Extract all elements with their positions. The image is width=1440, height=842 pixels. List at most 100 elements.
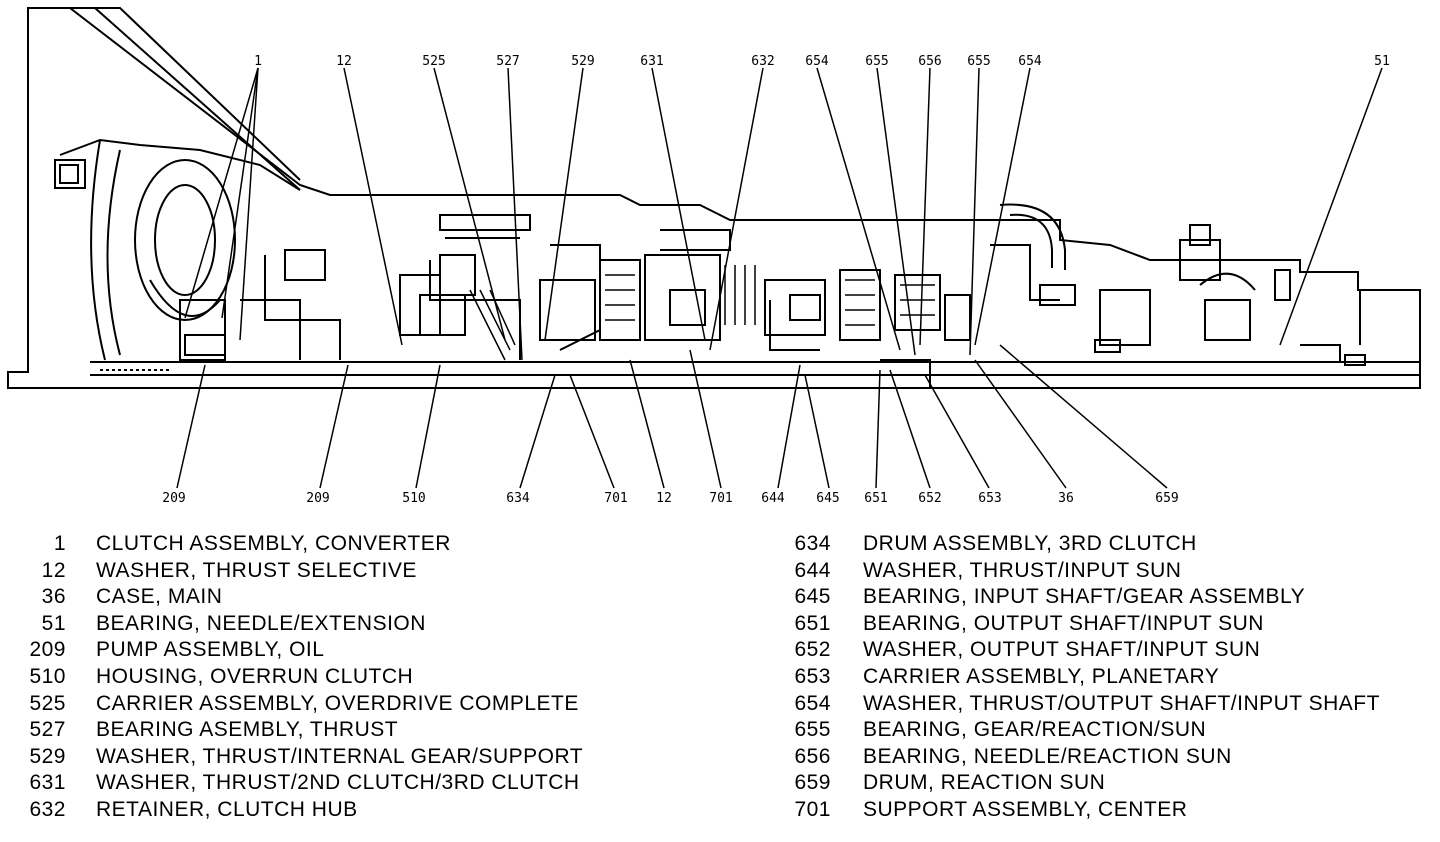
callout-bottom-644: 644	[761, 491, 785, 506]
transmission-drawing	[7, 7, 1421, 389]
legend-part-number: 525	[29, 691, 66, 715]
legend-part-description: WASHER, THRUST/INPUT SUN	[863, 558, 1182, 582]
legend-row: 652 WASHER, OUTPUT SHAFT/INPUT SUN	[760, 637, 1440, 664]
legend-part-number: 632	[29, 797, 66, 821]
legend-part-description: PUMP ASSEMBLY, OIL	[96, 638, 325, 662]
legend-part-description: DRUM ASSEMBLY, 3RD CLUTCH	[863, 532, 1197, 555]
callout-bottom-634: 634	[506, 491, 530, 506]
legend-row: 644 WASHER, THRUST/INPUT SUN	[760, 558, 1440, 585]
leader-lines	[176, 67, 1383, 489]
legend-part-description: BEARING, NEEDLE/REACTION SUN	[863, 744, 1232, 768]
legend-part-description: CARRIER ASSEMBLY, OVERDRIVE COMPLETE	[96, 691, 579, 715]
legend-part-number: 631	[29, 771, 66, 795]
callout-bottom-209a: 209	[162, 491, 185, 506]
legend-row: 656 BEARING, NEEDLE/REACTION SUN	[760, 744, 1440, 771]
legend-part-number: 655	[794, 718, 831, 742]
legend-part-description: HOUSING, OVERRUN CLUTCH	[96, 664, 414, 688]
legend-row: 651 BEARING, OUTPUT SHAFT/INPUT SUN	[760, 611, 1440, 638]
legend-row: 655 BEARING, GEAR/REACTION/SUN	[760, 717, 1440, 744]
legend-part-description: BEARING, INPUT SHAFT/GEAR ASSEMBLY	[863, 585, 1306, 609]
legend-row: 653 CARRIER ASSEMBLY, PLANETARY	[760, 664, 1440, 691]
callout-top-654b: 654	[1018, 54, 1042, 69]
legend-part-description: BEARING ASEMBLY, THRUST	[96, 718, 399, 742]
legend-part-number: 51	[41, 611, 66, 635]
legend-part-number: 1	[53, 532, 66, 555]
callout-top-529: 529	[571, 54, 594, 69]
legend-part-number: 634	[794, 532, 831, 555]
legend-part-description: CARRIER ASSEMBLY, PLANETARY	[863, 664, 1220, 688]
legend-part-description: DRUM, REACTION SUN	[863, 771, 1106, 795]
legend-part-number: 644	[794, 558, 831, 582]
legend-part-number: 36	[41, 585, 66, 609]
legend-row: 36 CASE, MAIN	[0, 584, 700, 611]
legend-row: 659 DRUM, REACTION SUN	[760, 770, 1440, 797]
legend-row: 510 HOUSING, OVERRUN CLUTCH	[0, 664, 700, 691]
callout-bottom-209b: 209	[306, 491, 329, 506]
legend-row: 525 CARRIER ASSEMBLY, OVERDRIVE COMPLETE	[0, 691, 700, 718]
callout-top-525: 525	[422, 54, 445, 69]
legend-row: 645 BEARING, INPUT SHAFT/GEAR ASSEMBLY	[760, 584, 1440, 611]
callout-bottom-659: 659	[1155, 491, 1178, 506]
callout-top-656: 656	[918, 54, 941, 69]
legend-part-number: 510	[29, 664, 66, 688]
legend-part-description: CASE, MAIN	[96, 585, 223, 609]
legend-row: 51 BEARING, NEEDLE/EXTENSION	[0, 611, 700, 638]
callout-top-655b: 655	[967, 54, 990, 69]
legend-row: 209 PUMP ASSEMBLY, OIL	[0, 637, 700, 664]
legend-part-description: BEARING, NEEDLE/EXTENSION	[96, 611, 426, 635]
legend-row: 1 CLUTCH ASSEMBLY, CONVERTER	[0, 531, 700, 558]
legend-part-description: CLUTCH ASSEMBLY, CONVERTER	[96, 532, 451, 555]
legend-part-description: WASHER, THRUST/OUTPUT SHAFT/INPUT SHAFT	[863, 691, 1380, 715]
legend-row: 634 DRUM ASSEMBLY, 3RD CLUTCH	[760, 531, 1440, 558]
legend-part-description: WASHER, THRUST/2ND CLUTCH/3RD CLUTCH	[96, 771, 580, 795]
callout-bottom-652: 652	[918, 491, 941, 506]
legend-row: 654 WASHER, THRUST/OUTPUT SHAFT/INPUT SHA…	[760, 691, 1440, 718]
callout-bottom-12: 12	[656, 491, 672, 506]
callout-top-631: 631	[640, 54, 663, 69]
legend-part-number: 652	[794, 638, 831, 662]
transmission-cross-section-diagram: 1 12 525 527 529 631 632 654 655 656 655…	[7, 7, 1421, 506]
legend-row: 632 RETAINER, CLUTCH HUB	[0, 797, 700, 824]
legend-part-number: 656	[794, 744, 831, 768]
callout-top-654a: 654	[805, 54, 829, 69]
legend-part-description: RETAINER, CLUTCH HUB	[96, 797, 358, 821]
legend-part-number: 701	[794, 797, 831, 821]
legend-row: 701 SUPPORT ASSEMBLY, CENTER	[760, 797, 1440, 824]
legend-part-description: WASHER, THRUST/INTERNAL GEAR/SUPPORT	[96, 744, 584, 768]
callout-bottom-701b: 701	[709, 491, 732, 506]
legend-part-description: BEARING, OUTPUT SHAFT/INPUT SUN	[863, 611, 1264, 635]
legend-part-number: 653	[794, 664, 831, 688]
legend-part-number: 529	[29, 744, 66, 768]
legend-part-description: WASHER, OUTPUT SHAFT/INPUT SUN	[863, 638, 1261, 662]
legend-part-number: 659	[794, 771, 831, 795]
legend-part-number: 527	[29, 718, 66, 742]
callout-top-12: 12	[336, 54, 352, 69]
legend-row: 12 WASHER, THRUST SELECTIVE	[0, 558, 700, 585]
callout-bottom-701a: 701	[604, 491, 627, 506]
legend-part-number: 645	[794, 585, 831, 609]
legend-row: 529 WASHER, THRUST/INTERNAL GEAR/SUPPORT	[0, 744, 700, 771]
legend-row: 527 BEARING ASEMBLY, THRUST	[0, 717, 700, 744]
callout-bottom-36: 36	[1058, 491, 1074, 506]
legend-part-description: BEARING, GEAR/REACTION/SUN	[863, 718, 1207, 742]
callout-bottom-510: 510	[402, 491, 425, 506]
legend-part-number: 209	[29, 638, 66, 662]
legend-part-number: 12	[41, 558, 66, 582]
callout-bottom-645: 645	[816, 491, 839, 506]
callout-top-1: 1	[254, 54, 262, 69]
callouts-bottom: 209 209 510 634 701 12 701 644 645 651 6…	[162, 491, 1178, 506]
legend-part-description: SUPPORT ASSEMBLY, CENTER	[863, 797, 1188, 821]
callout-bottom-651: 651	[864, 491, 887, 506]
callouts-top: 1 12 525 527 529 631 632 654 655 656 655…	[254, 54, 1390, 69]
callout-top-51: 51	[1374, 54, 1390, 69]
callout-bottom-653: 653	[978, 491, 1001, 506]
legend-part-description: WASHER, THRUST SELECTIVE	[96, 558, 417, 582]
legend-part-number: 654	[794, 691, 831, 715]
legend-part-number: 651	[794, 611, 831, 635]
legend-row: 631 WASHER, THRUST/2ND CLUTCH/3RD CLUTCH	[0, 770, 700, 797]
callout-top-632: 632	[751, 54, 774, 69]
callout-top-527: 527	[496, 54, 519, 69]
callout-top-655a: 655	[865, 54, 888, 69]
